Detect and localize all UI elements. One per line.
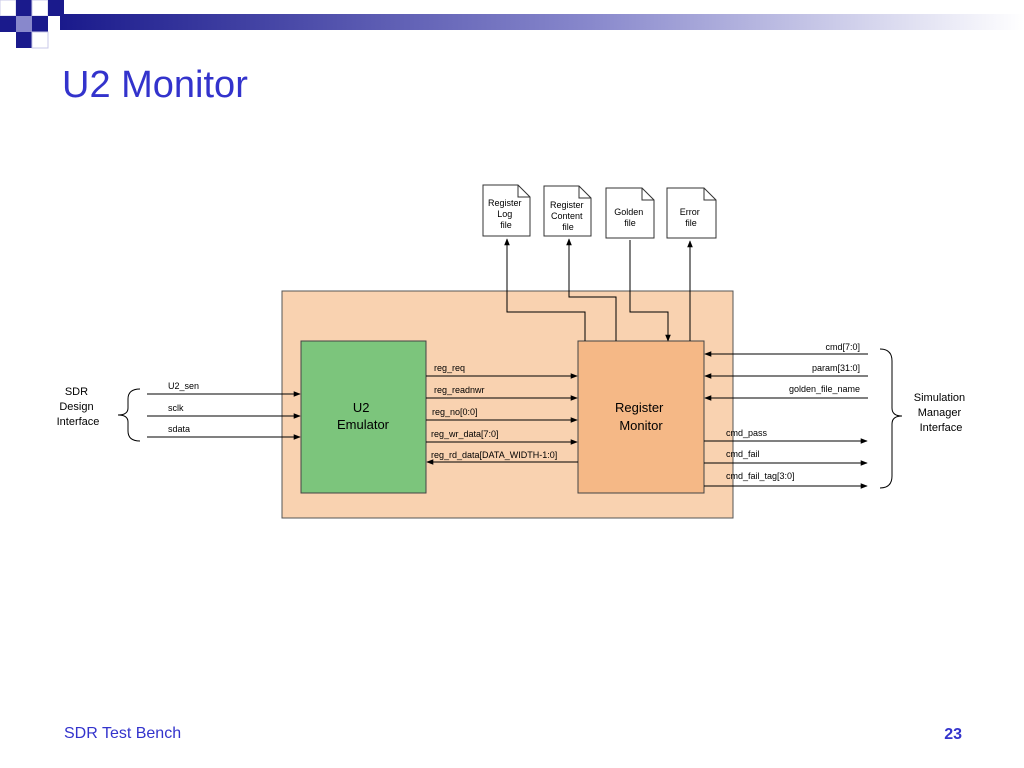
svg-text:Register Log file: Register Log file bbox=[488, 198, 524, 230]
signal-reg-wr-data: reg_wr_data[7:0] bbox=[431, 429, 499, 439]
signal-reg-req: reg_req bbox=[434, 363, 465, 373]
signal-cmd-fail-tag: cmd_fail_tag[3:0] bbox=[726, 471, 795, 481]
signal-u2-sen: U2_sen bbox=[168, 381, 199, 391]
file-golden: Golden file bbox=[605, 187, 655, 239]
svg-text:Register Content f: Register Content file bbox=[550, 200, 586, 232]
sdr-interface-brace bbox=[117, 388, 141, 442]
signal-golden-file-name: golden_file_name bbox=[789, 384, 860, 394]
sim-interface-brace bbox=[879, 348, 903, 489]
u2-emulator-block bbox=[300, 340, 427, 494]
file-register-content: Register Content file bbox=[543, 185, 592, 237]
u2-emulator-label: U2 Emulator bbox=[337, 400, 390, 432]
checker-logo bbox=[0, 0, 64, 49]
signal-reg-rd-data: reg_rd_data[DATA_WIDTH-1:0] bbox=[431, 450, 557, 460]
internal-signal-arrows bbox=[426, 373, 578, 465]
svg-text:Golden file: Golden file bbox=[614, 207, 646, 228]
signal-cmd-fail: cmd_fail bbox=[726, 449, 760, 459]
file-register-log: Register Log file bbox=[482, 184, 531, 237]
file-connections bbox=[504, 238, 693, 342]
file-error: Error file bbox=[666, 187, 717, 239]
sdr-design-interface-label: SDR Design Interface bbox=[57, 386, 100, 428]
svg-text:Error file: Error file bbox=[680, 207, 703, 228]
simulation-manager-interface-label: Simulation Manager Interface bbox=[914, 392, 968, 434]
signal-sclk: sclk bbox=[168, 403, 184, 413]
signal-sdata: sdata bbox=[168, 424, 190, 434]
monitor-input-arrows bbox=[704, 351, 868, 401]
signal-reg-readnwr: reg_readnwr bbox=[434, 385, 485, 395]
signal-cmd-pass: cmd_pass bbox=[726, 428, 768, 438]
signal-reg-no: reg_no[0:0] bbox=[432, 407, 478, 417]
signal-param: param[31:0] bbox=[812, 363, 860, 373]
footer-text: SDR Test Bench bbox=[64, 725, 182, 742]
sdr-input-arrows bbox=[147, 391, 301, 440]
slide-title: U2 Monitor bbox=[62, 64, 248, 106]
monitor-output-arrows bbox=[704, 438, 868, 489]
slide-banner bbox=[0, 0, 1024, 49]
banner-gradient-bar bbox=[60, 14, 1024, 30]
page-number: 23 bbox=[944, 726, 962, 743]
signal-cmd: cmd[7:0] bbox=[825, 342, 860, 352]
register-monitor-label: Register Monitor bbox=[615, 400, 667, 433]
register-monitor-block bbox=[577, 340, 705, 494]
